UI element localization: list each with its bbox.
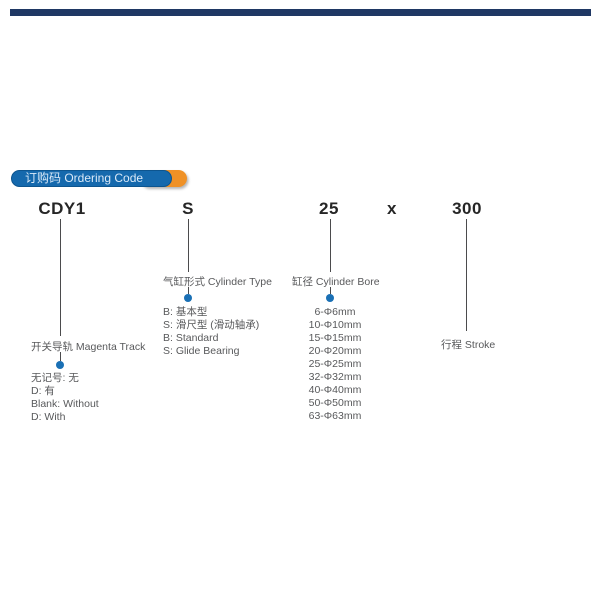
section-banner-label: 订购码 Ordering Code: [25, 171, 144, 185]
connector-line-series-lower: [60, 352, 61, 361]
list-item: D: With: [31, 411, 66, 423]
label-magnet-track: 开关导轨 Magenta Track: [31, 341, 146, 353]
list-item: S: Glide Bearing: [163, 345, 240, 357]
list-item: 6-Φ6mm: [314, 306, 356, 318]
section-banner: 订购码 Ordering Code: [11, 170, 172, 187]
list-item: Blank: Without: [31, 398, 99, 410]
code-separator-x: x: [387, 199, 397, 218]
connector-line-series: [60, 219, 61, 336]
code-part-bore: 25: [319, 199, 339, 218]
label-cylinder-type: 气缸形式 Cylinder Type: [163, 276, 272, 288]
connector-line-bore: [330, 219, 331, 272]
connector-dot-series: [56, 361, 64, 369]
magnet-track-options: 无记号: 无 D: 有 Blank: Without D: With: [31, 372, 99, 424]
connector-line-type-lower: [188, 287, 189, 294]
label-stroke: 行程 Stroke: [441, 339, 496, 351]
list-item: 15-Φ15mm: [308, 332, 362, 344]
list-item: 20-Φ20mm: [308, 345, 362, 357]
list-item: 25-Φ25mm: [308, 358, 362, 370]
cylinder-type-options: B: 基本型 S: 滑尺型 (滑动轴承) B: Standard S: Glid…: [163, 306, 259, 358]
code-part-series: CDY1: [38, 199, 86, 218]
list-item: 50-Φ50mm: [308, 397, 362, 409]
connector-line-type: [188, 219, 189, 272]
list-item: 10-Φ10mm: [308, 319, 362, 331]
list-item: 无记号: 无: [31, 372, 79, 384]
label-cylinder-bore: 缸径 Cylinder Bore: [292, 276, 380, 288]
list-item: B: 基本型: [163, 306, 208, 318]
connector-line-stroke: [466, 219, 467, 331]
list-item: 32-Φ32mm: [308, 371, 362, 383]
top-rule: [10, 9, 591, 16]
code-part-stroke: 300: [452, 199, 482, 218]
list-item: D: 有: [31, 385, 55, 397]
list-item: B: Standard: [163, 332, 219, 344]
list-item: S: 滑尺型 (滑动轴承): [163, 319, 260, 331]
connector-line-bore-lower: [330, 287, 331, 294]
code-part-type: S: [182, 199, 194, 218]
list-item: 40-Φ40mm: [308, 384, 362, 396]
list-item: 63-Φ63mm: [308, 410, 362, 422]
cylinder-bore-options: 6-Φ6mm 10-Φ10mm 15-Φ15mm 20-Φ20mm 25-Φ25…: [285, 306, 385, 423]
connector-dot-type: [184, 294, 192, 302]
connector-dot-bore: [326, 294, 334, 302]
